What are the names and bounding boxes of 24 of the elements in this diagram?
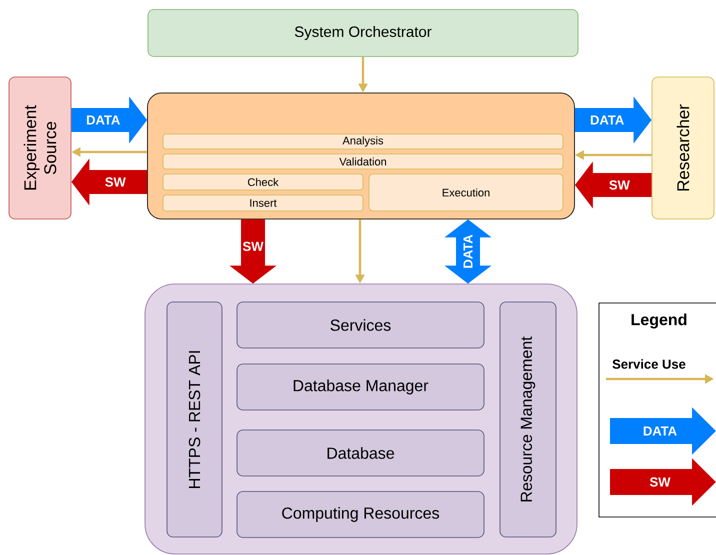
legend-title: Legend [632,314,686,328]
module-box: Validation [162,154,564,170]
edge-label: SW [609,180,630,190]
process-box: System Orchestrator [148,9,578,57]
legend-label: SW [650,477,670,487]
layer-box: Database Manager [236,364,484,410]
actor-box: Researcher [652,76,714,220]
edge-label: SW [105,177,126,187]
legend-label: DATA [644,426,677,436]
module-box: Analysis [162,134,564,150]
edge-label: DATA [590,116,624,124]
actor-box: Experiment Source [8,76,72,220]
module-box: Check [162,174,364,190]
edge-label: DATA [464,234,472,268]
layer-box: Database [236,430,484,476]
module-box: Insert [162,194,364,212]
edge-label: DATA [86,116,120,124]
layer-box: Computing Resources [236,491,484,538]
legend-label: Service Use [612,359,686,369]
layer-box: HTTPS - REST API [166,302,222,538]
edge-label: SW [242,242,264,251]
layer-box: Services [236,302,484,348]
module-box: Execution [368,174,564,212]
layer-box: Resource Management [500,302,556,538]
